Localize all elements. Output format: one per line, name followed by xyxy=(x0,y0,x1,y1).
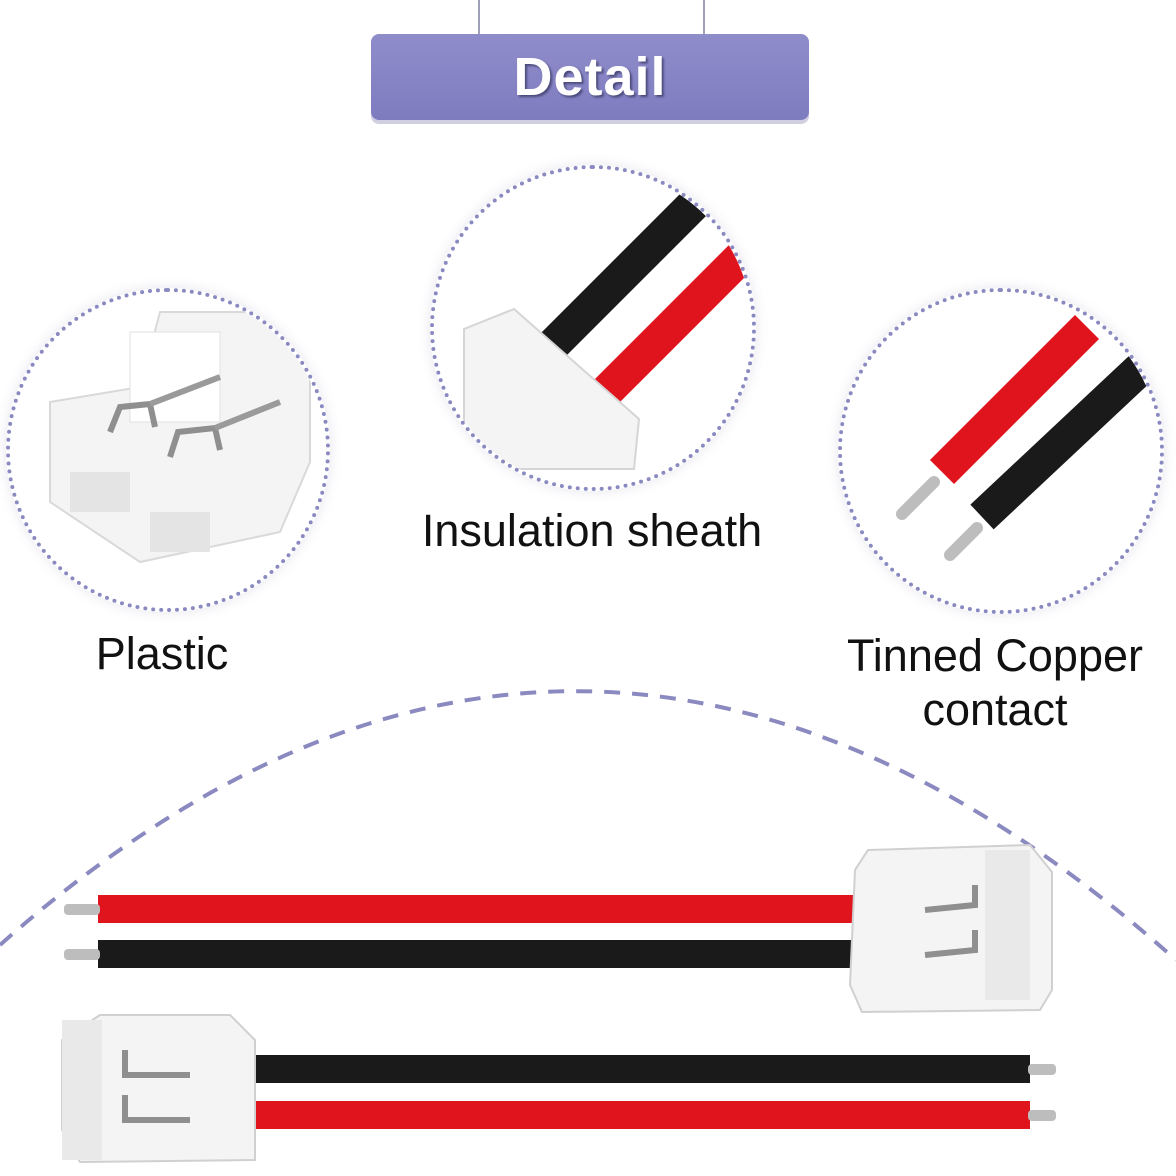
banner-title: Detail xyxy=(513,47,667,107)
copper-contact-detail-circle xyxy=(838,288,1164,614)
plastic-detail-circle xyxy=(6,288,330,612)
label-insulation-sheath: Insulation sheath xyxy=(421,505,763,556)
tinned-contact-icon xyxy=(896,314,1154,561)
wire-pair-icon xyxy=(463,191,752,470)
label-plastic: Plastic xyxy=(95,628,229,679)
label-tinned-copper: Tinned Copper xyxy=(846,630,1143,681)
insulation-detail-circle xyxy=(430,165,756,491)
banner-hanger-left xyxy=(478,0,480,34)
jst-connector-icon xyxy=(49,311,311,564)
label-contact: contact xyxy=(922,684,1068,735)
detail-banner: Detail xyxy=(371,34,809,120)
banner-hanger-right xyxy=(703,0,705,34)
